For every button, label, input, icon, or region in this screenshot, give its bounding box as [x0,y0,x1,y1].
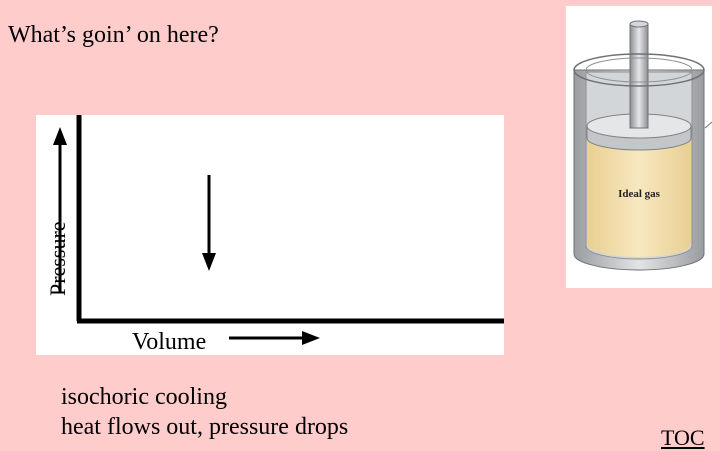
cylinder-rim-outer [573,53,705,87]
piston-rod-top [629,20,649,28]
gas-region [587,138,691,257]
x-axis-label: Volume [132,329,207,355]
pv-diagram [53,115,504,345]
pv-diagram-panel [36,115,504,355]
y-axis-label: Pressure [45,221,70,296]
slide-title: What’s goin’ on here? [8,22,219,48]
process-arrowhead [202,253,216,271]
caption-line-1: isochoric cooling [61,384,227,410]
gas-label: Ideal gas [618,188,661,200]
volume-direction-arrowhead [302,331,320,345]
toc-link[interactable]: TOC [661,425,705,450]
pressure-direction-arrowhead [53,127,67,145]
caption: isochoric cooling heat flows out, pressu… [61,382,348,442]
piston-rod [629,23,649,129]
cylinder-rim-inner [585,57,693,83]
cylinder-figure-panel: Ideal gas [566,6,713,288]
piston-cylinder-illustration: Ideal gas [573,20,713,271]
caption-line-2: heat flows out, pressure drops [61,414,349,440]
pointer-line [704,121,713,129]
